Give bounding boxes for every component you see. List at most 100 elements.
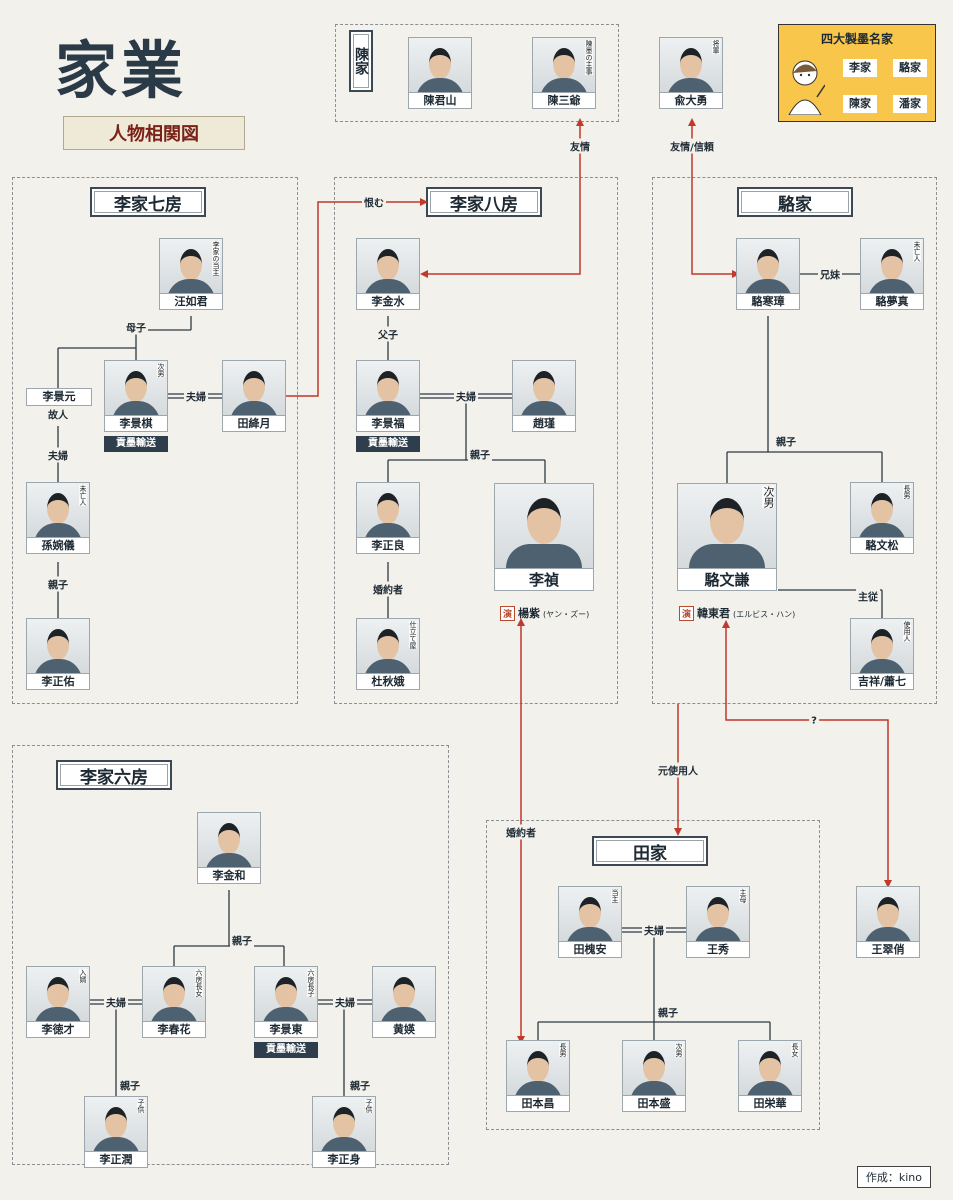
person-du-qiue: 仕立て屋杜秋娥 — [356, 618, 420, 690]
portrait-icon — [408, 37, 472, 93]
section-li7 — [12, 177, 298, 704]
person-note: 子供 — [365, 1099, 373, 1113]
person-name-li-jingyuan: 李景元 — [26, 388, 92, 406]
logo: 家業 人物相関図 — [55, 20, 255, 150]
label-couple-tian: 夫婦 — [642, 922, 666, 938]
legend-family-li: 李家 — [843, 59, 877, 77]
portrait-icon — [222, 360, 286, 416]
person-note: 未亡人 — [79, 485, 87, 506]
person-li-jingdong: 六房長子李景東貢墨輸送 — [254, 966, 318, 1058]
person-name: 李金和 — [197, 868, 261, 884]
person-note: 李家の当主 — [212, 241, 220, 276]
portrait-icon: 長女 — [738, 1040, 802, 1096]
person-luo-hanzhang: 駱寒璋 — [736, 238, 800, 310]
label-couple-li6-b: 夫婦 — [333, 994, 357, 1010]
actor-mark: 演 — [500, 606, 516, 621]
label-deceased: 故人 — [48, 410, 68, 422]
person-zhao-jin: 趙瑾 — [512, 360, 576, 432]
section-luo — [652, 177, 937, 704]
person-name: 杜秋娥 — [356, 674, 420, 690]
person-note: 次男 — [157, 363, 165, 377]
actor-kana: (エルビス・ハン) — [733, 610, 796, 619]
person-luo-wenqian: 次男駱文謙 — [677, 483, 777, 591]
person-wang-cuiqiao: 王翠俏 — [856, 886, 920, 958]
portrait-icon: 子供 — [84, 1096, 148, 1152]
section-title-li7: 李家七房 — [90, 187, 206, 217]
person-name: 李正佑 — [26, 674, 90, 690]
person-tian-ronghua: 長女田栄華 — [738, 1040, 802, 1112]
teacher-illustration-icon — [788, 60, 825, 115]
portrait-icon: 未亡人 — [26, 482, 90, 538]
portrait-icon — [197, 812, 261, 868]
person-li-zhengrun: 子供李正潤 — [84, 1096, 148, 1168]
label-parent-child-tian: 親子 — [656, 1004, 680, 1020]
section-tian — [486, 820, 820, 1130]
person-name: 李景福 — [356, 416, 420, 432]
person-name: 李正潤 — [84, 1152, 148, 1168]
portrait-icon — [856, 886, 920, 942]
person-li-decai: 入婿李徳才 — [26, 966, 90, 1038]
portrait-icon — [356, 360, 420, 416]
section-li6 — [12, 745, 449, 1165]
portrait-icon — [356, 238, 420, 294]
portrait-icon — [26, 618, 90, 674]
person-name: 田槐安 — [558, 942, 622, 958]
legend-family-pan: 潘家 — [893, 95, 927, 113]
person-note: 仕立て屋 — [409, 621, 417, 649]
label-parent-child-luo: 親子 — [774, 433, 798, 449]
person-li-zhengshen: 子供李正身 — [312, 1096, 376, 1168]
person-chen-sanye: 陳墨の主事陳三爺 — [532, 37, 596, 109]
person-name: 駱文松 — [850, 538, 914, 554]
role-badge: 貢墨輸送 — [104, 436, 168, 452]
person-note: 主母 — [739, 889, 747, 903]
role-badge: 貢墨輸送 — [254, 1042, 318, 1058]
person-luo-wensong: 長男駱文松 — [850, 482, 914, 554]
person-name: 田本昌 — [506, 1096, 570, 1112]
person-note: 長男 — [903, 485, 911, 499]
person-note: 長男 — [559, 1043, 567, 1057]
person-li-jingqi: 次男李景棋貢墨輸送 — [104, 360, 168, 452]
person-name: 趙瑾 — [512, 416, 576, 432]
person-li-jingfu: 李景福貢墨輸送 — [356, 360, 420, 452]
person-note: 子供 — [137, 1099, 145, 1113]
label-couple-li7-b: 夫婦 — [46, 447, 70, 463]
label-siblings: 兄妹 — [818, 266, 842, 282]
portrait-icon: 長男 — [506, 1040, 570, 1096]
person-name: 陳君山 — [408, 93, 472, 109]
legend-box: 四大製墨名家 李家 駱家 陳家 潘家 — [778, 24, 936, 122]
actor-credit-li-zhen: 演楊紫(ヤン・ズー) — [500, 605, 589, 621]
person-name: 駱寒璋 — [736, 294, 800, 310]
label-parent-child-li7: 親子 — [46, 576, 70, 592]
person-name: 吉祥/蕭七 — [850, 674, 914, 690]
portrait-icon: 李家の当主 — [159, 238, 223, 294]
legend-family-luo: 駱家 — [893, 59, 927, 77]
portrait-icon: 次男 — [677, 483, 777, 569]
person-name: 李金水 — [356, 294, 420, 310]
person-tian-jiangyue: 田絳月 — [222, 360, 286, 432]
label-parent-child-li6-a: 親子 — [118, 1077, 142, 1093]
person-name: 王秀 — [686, 942, 750, 958]
person-name: 李正良 — [356, 538, 420, 554]
person-name: 田絳月 — [222, 416, 286, 432]
person-luo-mengzhen: 未亡人駱夢真 — [860, 238, 924, 310]
portrait-icon — [494, 483, 594, 569]
portrait-icon: 陳墨の主事 — [532, 37, 596, 93]
person-name: 李景棋 — [104, 416, 168, 432]
person-name: 駱夢真 — [860, 294, 924, 310]
person-li-chunhua: 六房長女李春花 — [142, 966, 206, 1038]
portrait-icon: 六房長女 — [142, 966, 206, 1022]
person-note: 六房長女 — [195, 969, 203, 997]
actor-name: 楊紫 — [518, 607, 541, 620]
portrait-icon: 使用人 — [850, 618, 914, 674]
label-parent-child-li6: 親子 — [230, 932, 254, 948]
portrait-icon: 次男 — [104, 360, 168, 416]
label-couple-li6-a: 夫婦 — [104, 994, 128, 1010]
person-name: 田栄華 — [738, 1096, 802, 1112]
logo-title: 家業 — [55, 34, 188, 107]
label-parent-child-li6-b: 親子 — [348, 1077, 372, 1093]
section-title-li8: 李家八房 — [426, 187, 542, 217]
portrait-icon — [736, 238, 800, 294]
person-tian-huaian: 当主田槐安 — [558, 886, 622, 958]
portrait-icon: 将軍 — [659, 37, 723, 93]
label-fiance-tian: 婚約者 — [504, 824, 538, 840]
